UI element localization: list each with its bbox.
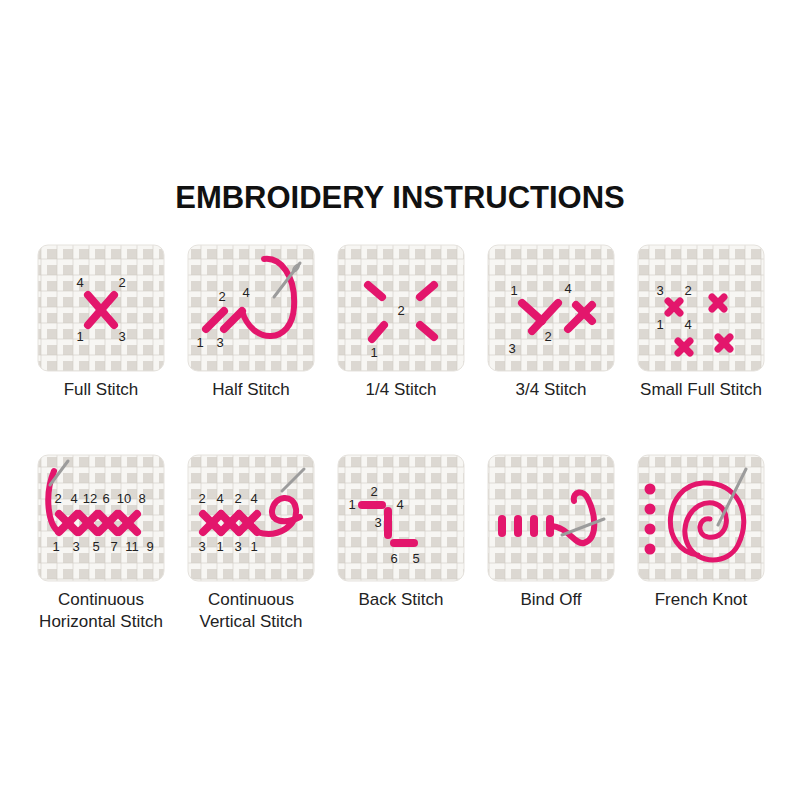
- callout-number: 4: [216, 492, 223, 506]
- callout-number: 3: [198, 540, 205, 554]
- callout-number: 1: [52, 540, 59, 554]
- callout-number: 4: [684, 318, 691, 332]
- callout-number: 4: [242, 286, 249, 300]
- callout-number: 1: [196, 336, 203, 350]
- callout-number: 2: [118, 276, 125, 290]
- callout-number: 1: [370, 346, 377, 360]
- callout-number: 9: [146, 540, 153, 554]
- callout-number: 7: [110, 540, 117, 554]
- callout-number: 12: [83, 492, 97, 506]
- callout-number: 5: [92, 540, 99, 554]
- callout-number: 3: [216, 336, 223, 350]
- stitch-tile: Small Full Stitch3214: [638, 245, 764, 371]
- stitch-tile: Bind Off: [488, 455, 614, 581]
- callout-number: 8: [138, 492, 145, 506]
- callout-number: 10: [117, 492, 131, 506]
- callout-number: 2: [544, 330, 551, 344]
- stitch-caption: Half Stitch: [181, 379, 321, 401]
- callout-number: 6: [102, 492, 109, 506]
- stitch-tile: Continuous Horizontal Stitch241261081357…: [38, 455, 164, 581]
- callout-number: 2: [54, 492, 61, 506]
- callout-number: 3: [72, 540, 79, 554]
- stitch-tile: French Knot: [638, 455, 764, 581]
- stitch-caption: Bind Off: [481, 589, 621, 611]
- callout-number: 2: [218, 290, 225, 304]
- page-title: EMBROIDERY INSTRUCTIONS: [0, 180, 800, 216]
- stitch-caption: 3/4 Stitch: [481, 379, 621, 401]
- stitch-tile: 1/4 Stitch21: [338, 245, 464, 371]
- callout-number: 4: [76, 276, 83, 290]
- callout-number: 6: [390, 552, 397, 566]
- stitch-tile: 3/4 Stitch1423: [488, 245, 614, 371]
- callout-number: 3: [234, 540, 241, 554]
- stitch-caption: Continuous Horizontal Stitch: [31, 589, 171, 633]
- stitch-tile: Back Stitch123465: [338, 455, 464, 581]
- stitch-caption: Small Full Stitch: [631, 379, 771, 401]
- callout-number: 1: [250, 540, 257, 554]
- callout-number: 2: [397, 304, 404, 318]
- stitch-caption: French Knot: [631, 589, 771, 611]
- callout-number: 5: [412, 552, 419, 566]
- callout-number: 1: [76, 330, 83, 344]
- thread: [48, 259, 746, 560]
- fabric-tiles: [38, 245, 764, 581]
- stitch-caption: Full Stitch: [31, 379, 171, 401]
- callout-number: 4: [70, 492, 77, 506]
- stitch-tile: Full Stitch4213: [38, 245, 164, 371]
- callout-number: 2: [234, 492, 241, 506]
- callout-number: 1: [510, 284, 517, 298]
- stitch-tile: Half Stitch2413: [188, 245, 314, 371]
- callout-number: 1: [216, 540, 223, 554]
- callout-number: 4: [396, 498, 403, 512]
- callout-number: 4: [250, 492, 257, 506]
- callout-number: 4: [564, 282, 571, 296]
- callout-number: 2: [370, 485, 377, 499]
- callout-number: 3: [374, 516, 381, 530]
- callout-number: 3: [118, 330, 125, 344]
- callout-number: 1: [656, 318, 663, 332]
- callout-number: 3: [656, 284, 663, 298]
- stitch-caption: 1/4 Stitch: [331, 379, 471, 401]
- stitch-caption: Continuous Vertical Stitch: [181, 589, 321, 633]
- callout-number: 2: [684, 284, 691, 298]
- stitch-caption: Back Stitch: [331, 589, 471, 611]
- callout-number: 2: [198, 492, 205, 506]
- stitch-tile: Continuous Vertical Stitch24243131: [188, 455, 314, 581]
- callout-number: 1: [348, 498, 355, 512]
- callout-number: 11: [125, 540, 139, 554]
- callout-number: 3: [508, 342, 515, 356]
